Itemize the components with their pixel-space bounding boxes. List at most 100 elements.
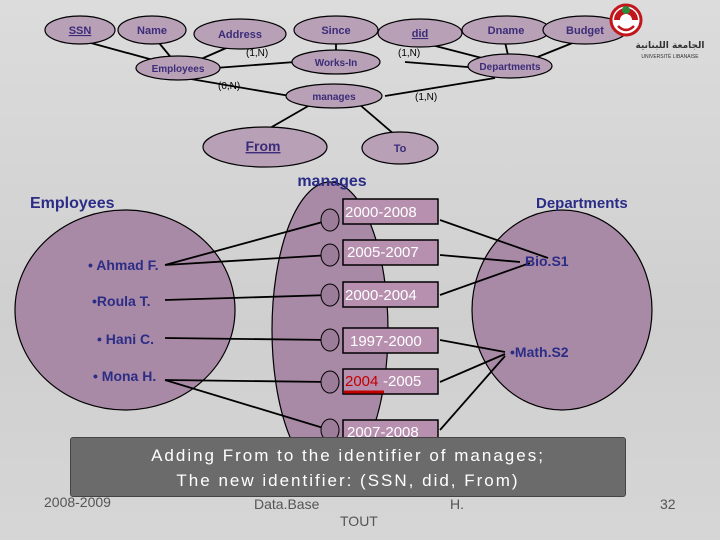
relationship-works-in: Works-In xyxy=(291,49,381,75)
callout-line-1: Adding From to the identifier of manages… xyxy=(151,446,545,465)
cardinality-employees-manages: (0,N) xyxy=(218,81,240,92)
logo-emblem-icon: الجامعة اللبنانية UNIVERSITÉ LIBANAISE xyxy=(609,3,705,60)
slide-number: 32 xyxy=(660,496,676,512)
attribute-from: From xyxy=(202,126,328,168)
period-2000-2004: 2000-2004 xyxy=(342,281,439,308)
link-roula-2000-2004 xyxy=(164,294,331,301)
employee-mona: • Mona H. xyxy=(93,368,156,384)
footer-year: 2008-2009 xyxy=(44,494,111,510)
attribute-did-label: did xyxy=(412,28,429,40)
attribute-from-shape xyxy=(202,126,328,168)
entity-employees-shape xyxy=(135,55,221,81)
line-employees-worksin xyxy=(214,61,296,69)
department-math: •Math.S2 xyxy=(510,344,569,360)
attribute-did-shape xyxy=(377,18,463,48)
cardinality-employees-worksin: (1,N) xyxy=(246,48,268,59)
period-box xyxy=(342,198,439,225)
attribute-name-label: Name xyxy=(137,25,167,37)
employee-hani: • Hani C. xyxy=(97,331,154,347)
employees-title: Employees xyxy=(30,195,115,212)
period-box xyxy=(342,281,439,308)
relationship-manages-label: manages xyxy=(312,92,356,103)
link-2000-2008-bio xyxy=(439,219,549,259)
attribute-budget: Budget xyxy=(542,15,628,45)
departments-title: Departments xyxy=(536,195,628,212)
line-manages-to xyxy=(359,104,396,136)
period-label: 2000-2008 xyxy=(345,204,417,221)
attribute-did: did xyxy=(377,18,463,48)
relationship-works-in-label: Works-In xyxy=(315,58,358,69)
period-1997-2000: 1997-2000 xyxy=(342,327,439,354)
university-logo: الجامعة اللبنانية UNIVERSITÉ LIBANAISE xyxy=(608,2,716,62)
employee-roula: •Roula T. xyxy=(92,293,151,309)
attribute-ssn-shape xyxy=(44,15,116,45)
period-label-rest: -2005 xyxy=(383,373,421,390)
attribute-to: To xyxy=(361,131,439,165)
department-bio: Bio.S1 xyxy=(525,253,569,269)
attribute-address: Address xyxy=(193,18,287,50)
attribute-dname-label: Dname xyxy=(488,25,525,37)
attribute-dname: Dname xyxy=(461,15,551,45)
period-box xyxy=(342,239,439,266)
relationship-manages-shape xyxy=(285,83,383,109)
link-mona-2007-2008 xyxy=(164,379,331,431)
attribute-ssn: SSN xyxy=(44,15,116,45)
line-manages-from xyxy=(269,104,311,129)
attribute-name-shape xyxy=(117,15,187,45)
attribute-ssn-label: SSN xyxy=(69,25,92,37)
attribute-to-shape xyxy=(361,131,439,165)
footer-course: Data.Base xyxy=(254,496,320,512)
entity-departments-shape xyxy=(467,53,553,79)
period-label: 1997-2000 xyxy=(350,333,422,350)
link-2007-2008-math xyxy=(439,355,506,431)
attribute-to-label: To xyxy=(394,143,407,155)
link-2004-2005-math xyxy=(439,353,506,383)
period-label-struck: 2004 xyxy=(345,373,378,390)
period-dots xyxy=(320,208,340,442)
entity-employees: Employees xyxy=(135,55,221,81)
logo-latin-text: UNIVERSITÉ LIBANAISE xyxy=(641,53,699,60)
attribute-since: Since xyxy=(293,15,379,45)
link-2005-2007-bio xyxy=(439,254,521,263)
entity-employees-label: Employees xyxy=(152,64,205,75)
period-dot xyxy=(320,283,340,307)
attribute-name: Name xyxy=(117,15,187,45)
relationship-manages: manages xyxy=(285,83,383,109)
cardinality-manages-departments: (1,N) xyxy=(415,92,437,103)
attribute-address-shape xyxy=(193,18,287,50)
attribute-address-label: Address xyxy=(218,29,262,41)
footer-author-name: TOUT xyxy=(340,513,378,529)
attribute-budget-label: Budget xyxy=(566,25,604,37)
line-employees-manages xyxy=(184,77,291,97)
period-box xyxy=(342,368,439,395)
entity-departments: Departments xyxy=(467,53,553,79)
period-2000-2008: 2000-2008 xyxy=(342,198,439,225)
logo-arabic-text: الجامعة اللبنانية xyxy=(636,41,705,51)
manages-title: manages xyxy=(297,173,366,190)
entity-departments-label: Departments xyxy=(479,62,541,73)
attribute-from-label: From xyxy=(246,138,281,154)
period-2005-2007: 2005-2007 xyxy=(342,239,439,266)
period-dot xyxy=(320,370,340,394)
footer-author-mark: H. xyxy=(450,496,464,512)
link-mona-2004-2005 xyxy=(164,379,331,383)
employee-ahmad: • Ahmad F. xyxy=(88,257,159,273)
period-box xyxy=(342,327,439,354)
link-2000-2004-bio xyxy=(439,262,531,296)
period-label: 2007-2008 xyxy=(347,424,419,441)
relationship-works-in-shape xyxy=(291,49,381,75)
period-dot xyxy=(320,243,340,267)
link-hani-1997-2000 xyxy=(164,337,331,341)
period-label: 2005-2007 xyxy=(347,244,419,261)
period-2004-2005: 2004 -2005 xyxy=(342,368,439,395)
period-label: 2000-2004 xyxy=(345,287,417,304)
instance-lines xyxy=(164,219,549,431)
link-1997-2000-math xyxy=(439,339,506,353)
attribute-since-shape xyxy=(293,15,379,45)
identifier-callout: Adding From to the identifier of manages… xyxy=(70,437,626,497)
line-manages-departments xyxy=(384,77,496,97)
link-ahmad-2000-2008 xyxy=(164,219,331,266)
period-dot xyxy=(320,208,340,232)
